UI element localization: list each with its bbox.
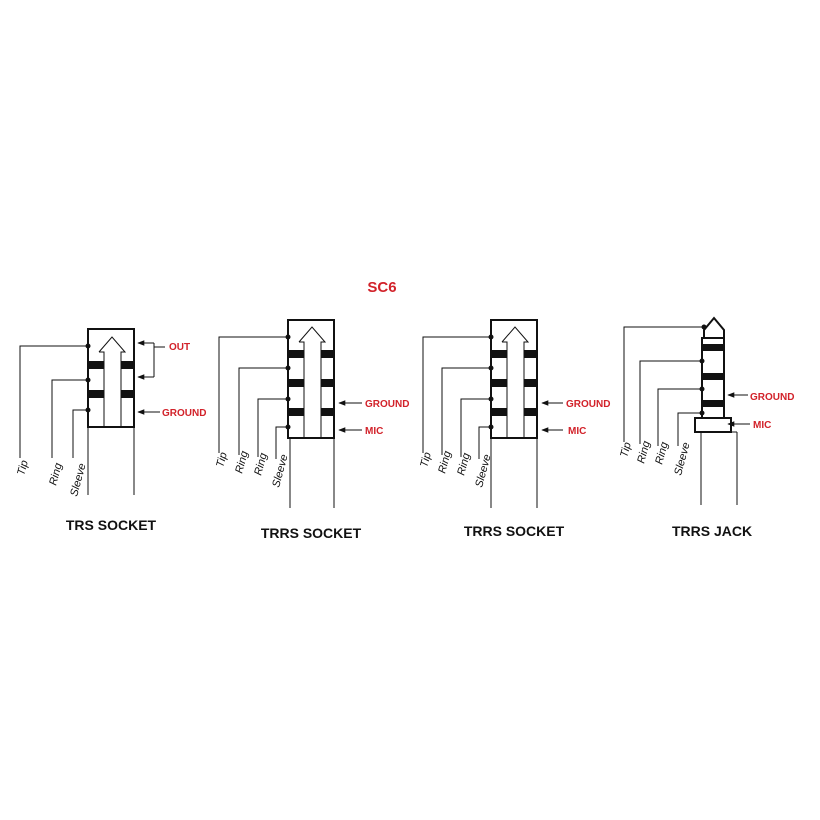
panel-trrs-jack: Tip Ring Ring Sleeve GROUND MIC TRRS JAC… [618,316,794,539]
signal-label-ground: GROUND [566,399,610,410]
ring-lead [441,367,491,455]
pin-label-ring: Ring [635,439,653,465]
sleeve-lead [677,412,702,446]
signal-label-ground: GROUND [365,399,409,410]
pin-label-ring: Ring [436,449,454,475]
pin-label-ring-2: Ring [252,451,270,477]
sleeve-lead [478,426,491,459]
tip-lead [623,326,704,442]
panel-trrs-socket-1: Tip Ring Ring Sleeve GROUND MIC TRRS SOC… [214,319,409,541]
panel-trs-socket: Tip Ring Sleeve OUT GROUND TRS SOCKET [15,328,206,533]
ring-lead [639,360,702,444]
pin-label-tip: Tip [618,441,634,459]
ring-lead [238,367,288,455]
signal-label-ground: GROUND [162,408,206,419]
pin-label-ring-2: Ring [653,440,671,466]
ring2-lead [460,398,491,457]
jack-collar [694,417,732,433]
panel-caption: TRS SOCKET [66,517,157,533]
signal-label-out: OUT [169,342,190,353]
pin-label-ring: Ring [47,461,65,487]
signal-label-mic: MIC [568,426,586,437]
pin-label-tip: Tip [418,451,434,469]
pin-label-ring: Ring [233,449,251,475]
ring2-lead [257,398,288,457]
signal-label-mic: MIC [753,420,771,431]
signal-label-mic: MIC [365,426,383,437]
pin-label-sleeve: Sleeve [270,453,290,489]
tip-lead [422,336,491,453]
tip-lead [19,345,88,458]
tip-spring-contact [98,336,127,427]
pin-label-sleeve: Sleeve [68,462,88,498]
ring-lead [51,379,88,458]
sleeve-lead [72,409,88,458]
pin-label-sleeve: Sleeve [672,441,692,477]
panel-trrs-socket-2: Tip Ring Ring Sleeve GROUND MIC TRRS SOC… [418,319,610,539]
pin-label-ring-2: Ring [455,451,473,477]
panel-caption: TRRS SOCKET [261,525,362,541]
diagram-title: SC6 [367,279,396,296]
jack-tip [703,316,725,339]
pin-label-tip: Tip [15,459,31,477]
signal-label-ground: GROUND [750,392,794,403]
socket-body [87,328,135,428]
pin-label-tip: Tip [214,451,230,469]
sleeve-lead [275,426,288,459]
tip-lead [218,336,288,453]
panel-caption: TRRS SOCKET [464,523,565,539]
panel-caption: TRRS JACK [672,523,752,539]
ring2-lead [657,388,702,446]
